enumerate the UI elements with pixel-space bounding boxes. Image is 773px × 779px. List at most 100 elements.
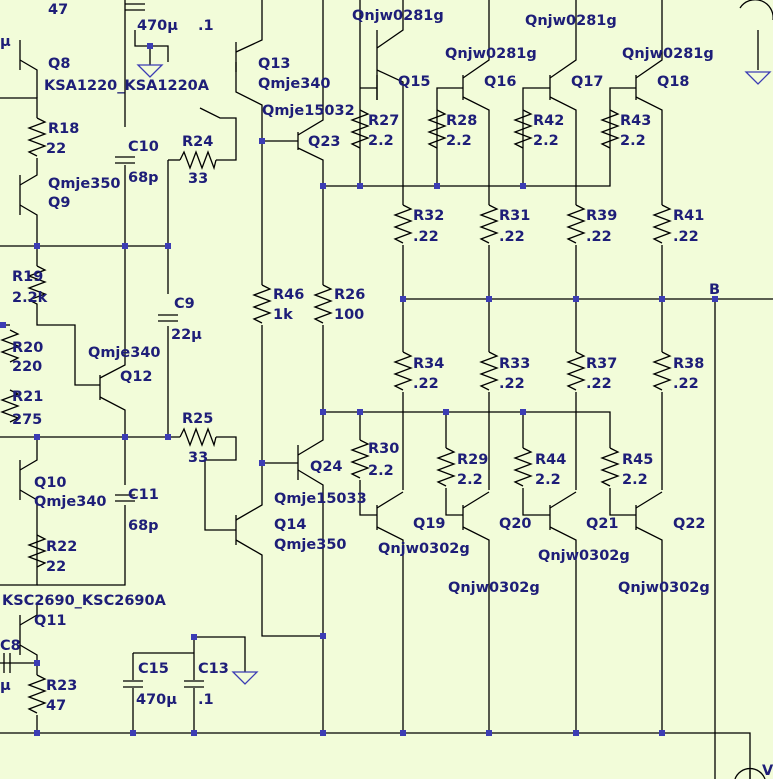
resistor-r44 <box>513 447 533 487</box>
resistor-r19 <box>27 265 47 312</box>
capacitor-c10 <box>115 156 135 164</box>
label-q14-name: Q14 <box>274 517 307 533</box>
label-r45-name: R45 <box>622 452 653 468</box>
label-r41-name: R41 <box>673 208 704 224</box>
resistor-r43 <box>600 109 620 149</box>
label-r37-name: R37 <box>586 356 617 372</box>
label-mu-bottom-left: μ <box>0 678 11 694</box>
label-c13-value: .1 <box>198 692 214 708</box>
label-c10-name: C10 <box>128 139 159 155</box>
label-q22-part: Qnjw0302g <box>618 580 710 596</box>
label-r34-value: .22 <box>413 376 439 392</box>
ground-icon <box>136 64 164 78</box>
capacitor-c15 <box>123 680 143 688</box>
label-r27-value: 2.2 <box>368 133 394 149</box>
label-q9-name: Q9 <box>48 195 70 211</box>
label-v: V <box>762 763 773 779</box>
resistor-r37 <box>566 351 586 391</box>
label-r31-value: .22 <box>499 229 525 245</box>
label-c13-name: C13 <box>198 661 229 677</box>
label-r44-name: R44 <box>535 452 566 468</box>
label-r23-name: R23 <box>46 678 77 694</box>
label-r45-value: 2.2 <box>622 472 648 488</box>
label-r43-name: R43 <box>620 113 651 129</box>
label-q22-name: Q22 <box>673 516 706 532</box>
label-r24-name: R24 <box>182 134 213 150</box>
label-r41-value: .22 <box>673 229 699 245</box>
label-r33-value: .22 <box>499 376 525 392</box>
label-r38-name: R38 <box>673 356 704 372</box>
capacitor-c9 <box>158 314 178 322</box>
resistor-r23 <box>27 674 47 714</box>
label-r38-value: .22 <box>673 376 699 392</box>
label-q19-part: Qnjw0302g <box>378 541 470 557</box>
resistor-r22 <box>27 534 47 568</box>
capacitor-c13 <box>184 680 204 688</box>
label-q10-name: Q10 <box>34 475 67 491</box>
label-r25-name: R25 <box>182 411 213 427</box>
label-c9-name: C9 <box>174 296 195 312</box>
label-r42-value: 2.2 <box>533 133 559 149</box>
label-c14-value: 470μ <box>137 18 178 34</box>
label-c12-value: .1 <box>198 18 214 34</box>
label-q17-name: Q17 <box>571 74 604 90</box>
label-r42-name: R42 <box>533 113 564 129</box>
resistor-r20 <box>0 329 20 363</box>
label-r32-value: .22 <box>413 229 439 245</box>
resistor-r33 <box>479 351 499 391</box>
label-q14-part: Qmje350 <box>274 537 347 553</box>
label-r19-name: R19 <box>12 269 43 285</box>
label-q23-name: Q23 <box>308 134 341 150</box>
label-q12-part: Qmje340 <box>88 345 161 361</box>
label-q11-name: Q11 <box>34 613 67 629</box>
label-r21-name: R21 <box>12 389 43 405</box>
label-q21-name: Q21 <box>586 516 619 532</box>
capacitor-c14 <box>125 3 145 11</box>
label-q17-part: Qnjw0281g <box>622 46 714 62</box>
label-r33-name: R33 <box>499 356 530 372</box>
resistor-r27 <box>350 109 370 149</box>
label-r34-name: R34 <box>413 356 444 372</box>
label-r26-name: R26 <box>334 287 365 303</box>
label-q15-part: Qnjw0281g <box>445 46 537 62</box>
resistor-r46 <box>252 284 272 324</box>
transistor-bodies <box>19 30 378 655</box>
label-c11-value: 68p <box>128 518 159 534</box>
label-c11-name: C11 <box>128 487 159 503</box>
capacitor-c11 <box>115 494 135 502</box>
label-r32-name: R32 <box>413 208 444 224</box>
label-q24-part: Qmje15033 <box>274 491 367 507</box>
resistor-r28 <box>427 109 447 149</box>
junctions <box>0 43 718 736</box>
label-r19-value: 2.2k <box>12 290 48 306</box>
label-mu-top-left: μ <box>0 34 11 50</box>
label-r24-value: 33 <box>188 171 208 187</box>
label-r46-value: 1k <box>273 307 293 323</box>
label-r28-name: R28 <box>446 113 477 129</box>
resistor-r30 <box>350 439 370 479</box>
label-q9-part: Qmje350 <box>48 176 121 192</box>
label-q24-name: Q24 <box>310 459 343 475</box>
resistor-r21 <box>0 389 20 423</box>
ground-icon <box>744 71 772 85</box>
label-r18-value: 22 <box>46 141 66 157</box>
label-title: Qnjw0281g <box>352 8 444 24</box>
resistor-r42 <box>513 109 533 149</box>
label-q19-name: Q19 <box>413 516 446 532</box>
label-q11-part: KSC2690_KSC2690A <box>2 593 167 609</box>
label-q8-part: KSA1220_KSA1220A <box>44 78 210 94</box>
label-r25-value: 33 <box>188 450 208 466</box>
resistors <box>0 109 672 714</box>
label-c15-value: 470μ <box>136 692 177 708</box>
label-c8-name: C8 <box>0 638 21 654</box>
ground-symbols <box>136 64 772 685</box>
label-r37-value: .22 <box>586 376 612 392</box>
label-c10-value: 68p <box>128 170 159 186</box>
label-c9-value: 22μ <box>171 327 202 343</box>
label-r30-value: 2.2 <box>368 463 394 479</box>
label-r22-name: R22 <box>46 539 77 555</box>
resistor-r39 <box>566 204 586 244</box>
label-top-part-2: Qnjw0281g <box>525 13 617 29</box>
